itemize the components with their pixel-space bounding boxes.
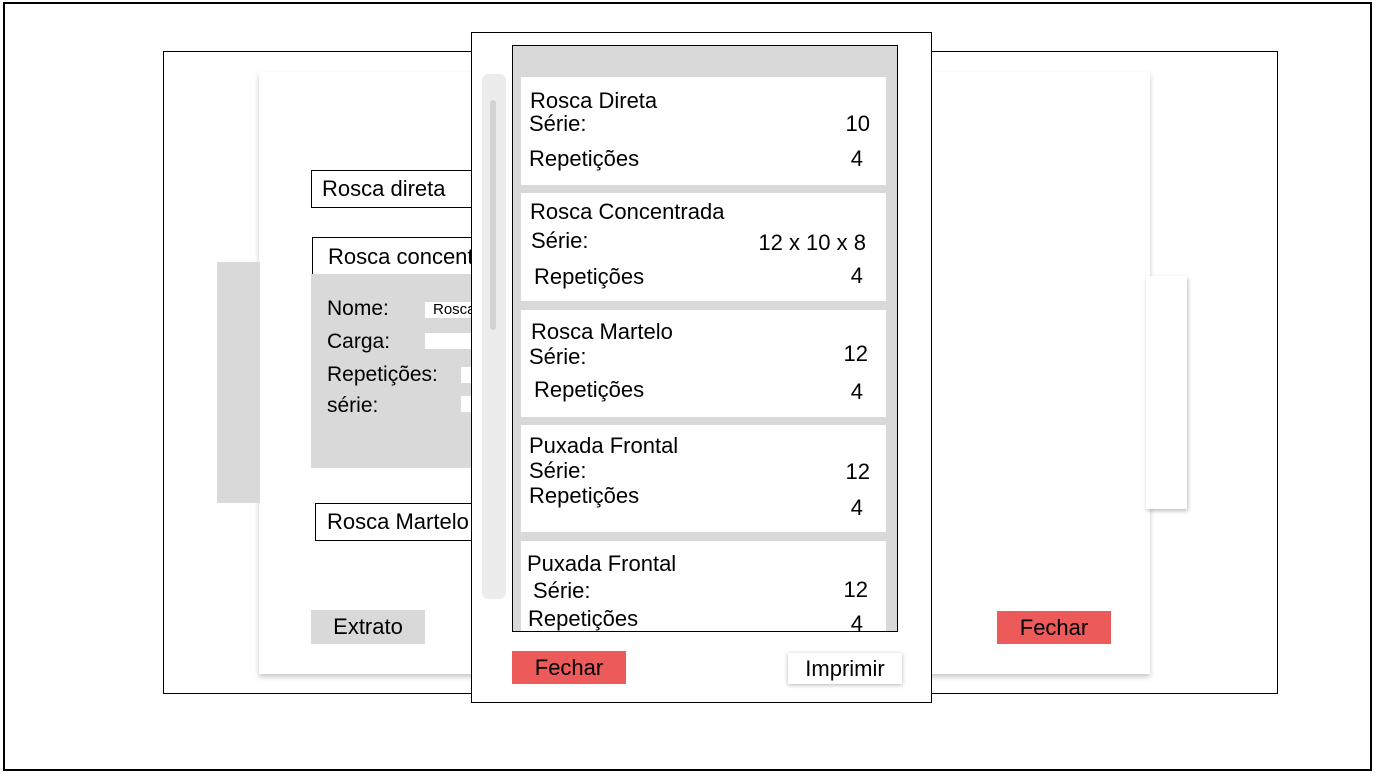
list-item: Rosca Concentrada Série: 12 x 10 x 8 Rep… <box>521 193 886 301</box>
exercise-label: Rosca Martelo <box>327 509 469 534</box>
print-button[interactable]: Imprimir <box>788 653 902 684</box>
exercise-summary-list: Rosca Direta Série: 10 Repetições 4 Rosc… <box>512 45 898 632</box>
item-series-label: Série: <box>533 578 591 603</box>
exercise-item-rosca-direta[interactable]: Rosca direta <box>311 170 481 208</box>
item-series-value: 12 <box>843 341 868 366</box>
item-title: Rosca Concentrada <box>530 199 725 224</box>
item-series-label: Série: <box>529 344 587 369</box>
item-reps-label: Repetições <box>529 146 640 171</box>
item-title: Rosca Direta <box>530 88 658 113</box>
exercise-item-rosca-martelo[interactable]: Rosca Martelo <box>315 503 485 541</box>
load-field[interactable] <box>425 333 486 349</box>
item-title: Rosca Martelo <box>531 319 673 344</box>
list-item: Rosca Direta Série: 10 Repetições 4 <box>521 77 886 185</box>
item-reps-value: 4 <box>850 146 863 171</box>
item-reps-value: 4 <box>850 263 863 288</box>
item-series-value: 10 <box>845 111 870 136</box>
series-label: série: <box>327 394 379 417</box>
item-reps-value: 4 <box>850 611 863 632</box>
list-item: Puxada Frontal Série: 12 Repetições 4 <box>521 425 886 532</box>
item-title: Puxada Frontal <box>529 433 679 458</box>
item-reps-label: Repetições <box>534 264 645 289</box>
exercise-item-rosca-concentrada[interactable]: Rosca concentrada <box>312 237 482 275</box>
item-reps-value: 4 <box>850 379 863 404</box>
exercise-detail-panel: Nome: Rosca concentrada Carga: Repetiçõe… <box>311 274 486 468</box>
item-reps-label: Repetições <box>528 606 639 631</box>
scrollbar-thumb[interactable] <box>490 100 496 330</box>
exercise-label: Rosca direta <box>322 176 446 201</box>
close-button[interactable]: Fechar <box>997 611 1111 644</box>
list-item: Puxada Frontal Série: 12 Repetições 4 <box>521 541 886 632</box>
exercise-label: Rosca concentrada <box>328 243 481 269</box>
item-reps-value: 4 <box>850 495 863 520</box>
item-series-value: 12 <box>843 577 868 602</box>
load-label: Carga: <box>327 330 391 353</box>
right-side-panel <box>1146 276 1187 509</box>
item-reps-label: Repetições <box>529 483 640 508</box>
reps-label: Repetições: <box>327 363 438 386</box>
left-side-panel <box>217 262 260 503</box>
item-series-label: Série: <box>529 458 587 483</box>
item-series-value: 12 x 10 x 8 <box>758 230 866 255</box>
extract-modal: Rosca Direta Série: 10 Repetições 4 Rosc… <box>471 32 932 703</box>
item-series-label: Série: <box>531 228 589 253</box>
modal-close-button[interactable]: Fechar <box>512 651 626 684</box>
scrollbar-track[interactable] <box>482 74 506 599</box>
item-title: Puxada Frontal <box>527 551 677 576</box>
item-reps-label: Repetições <box>534 377 645 402</box>
item-series-value: 12 <box>845 459 870 484</box>
list-item: Rosca Martelo Série: 12 Repetições 4 <box>521 310 886 417</box>
name-label: Nome: <box>327 297 389 320</box>
extract-button[interactable]: Extrato <box>311 610 425 644</box>
item-series-label: Série: <box>529 111 587 136</box>
